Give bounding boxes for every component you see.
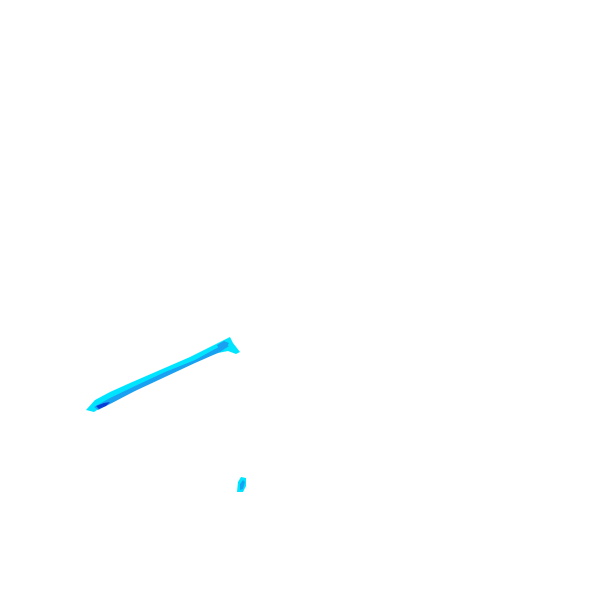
streak-core	[96, 402, 110, 409]
streak-mid	[94, 344, 229, 410]
blob-inner	[240, 480, 245, 490]
blob	[237, 477, 246, 492]
streak	[86, 337, 240, 412]
streak-tip	[217, 341, 229, 349]
